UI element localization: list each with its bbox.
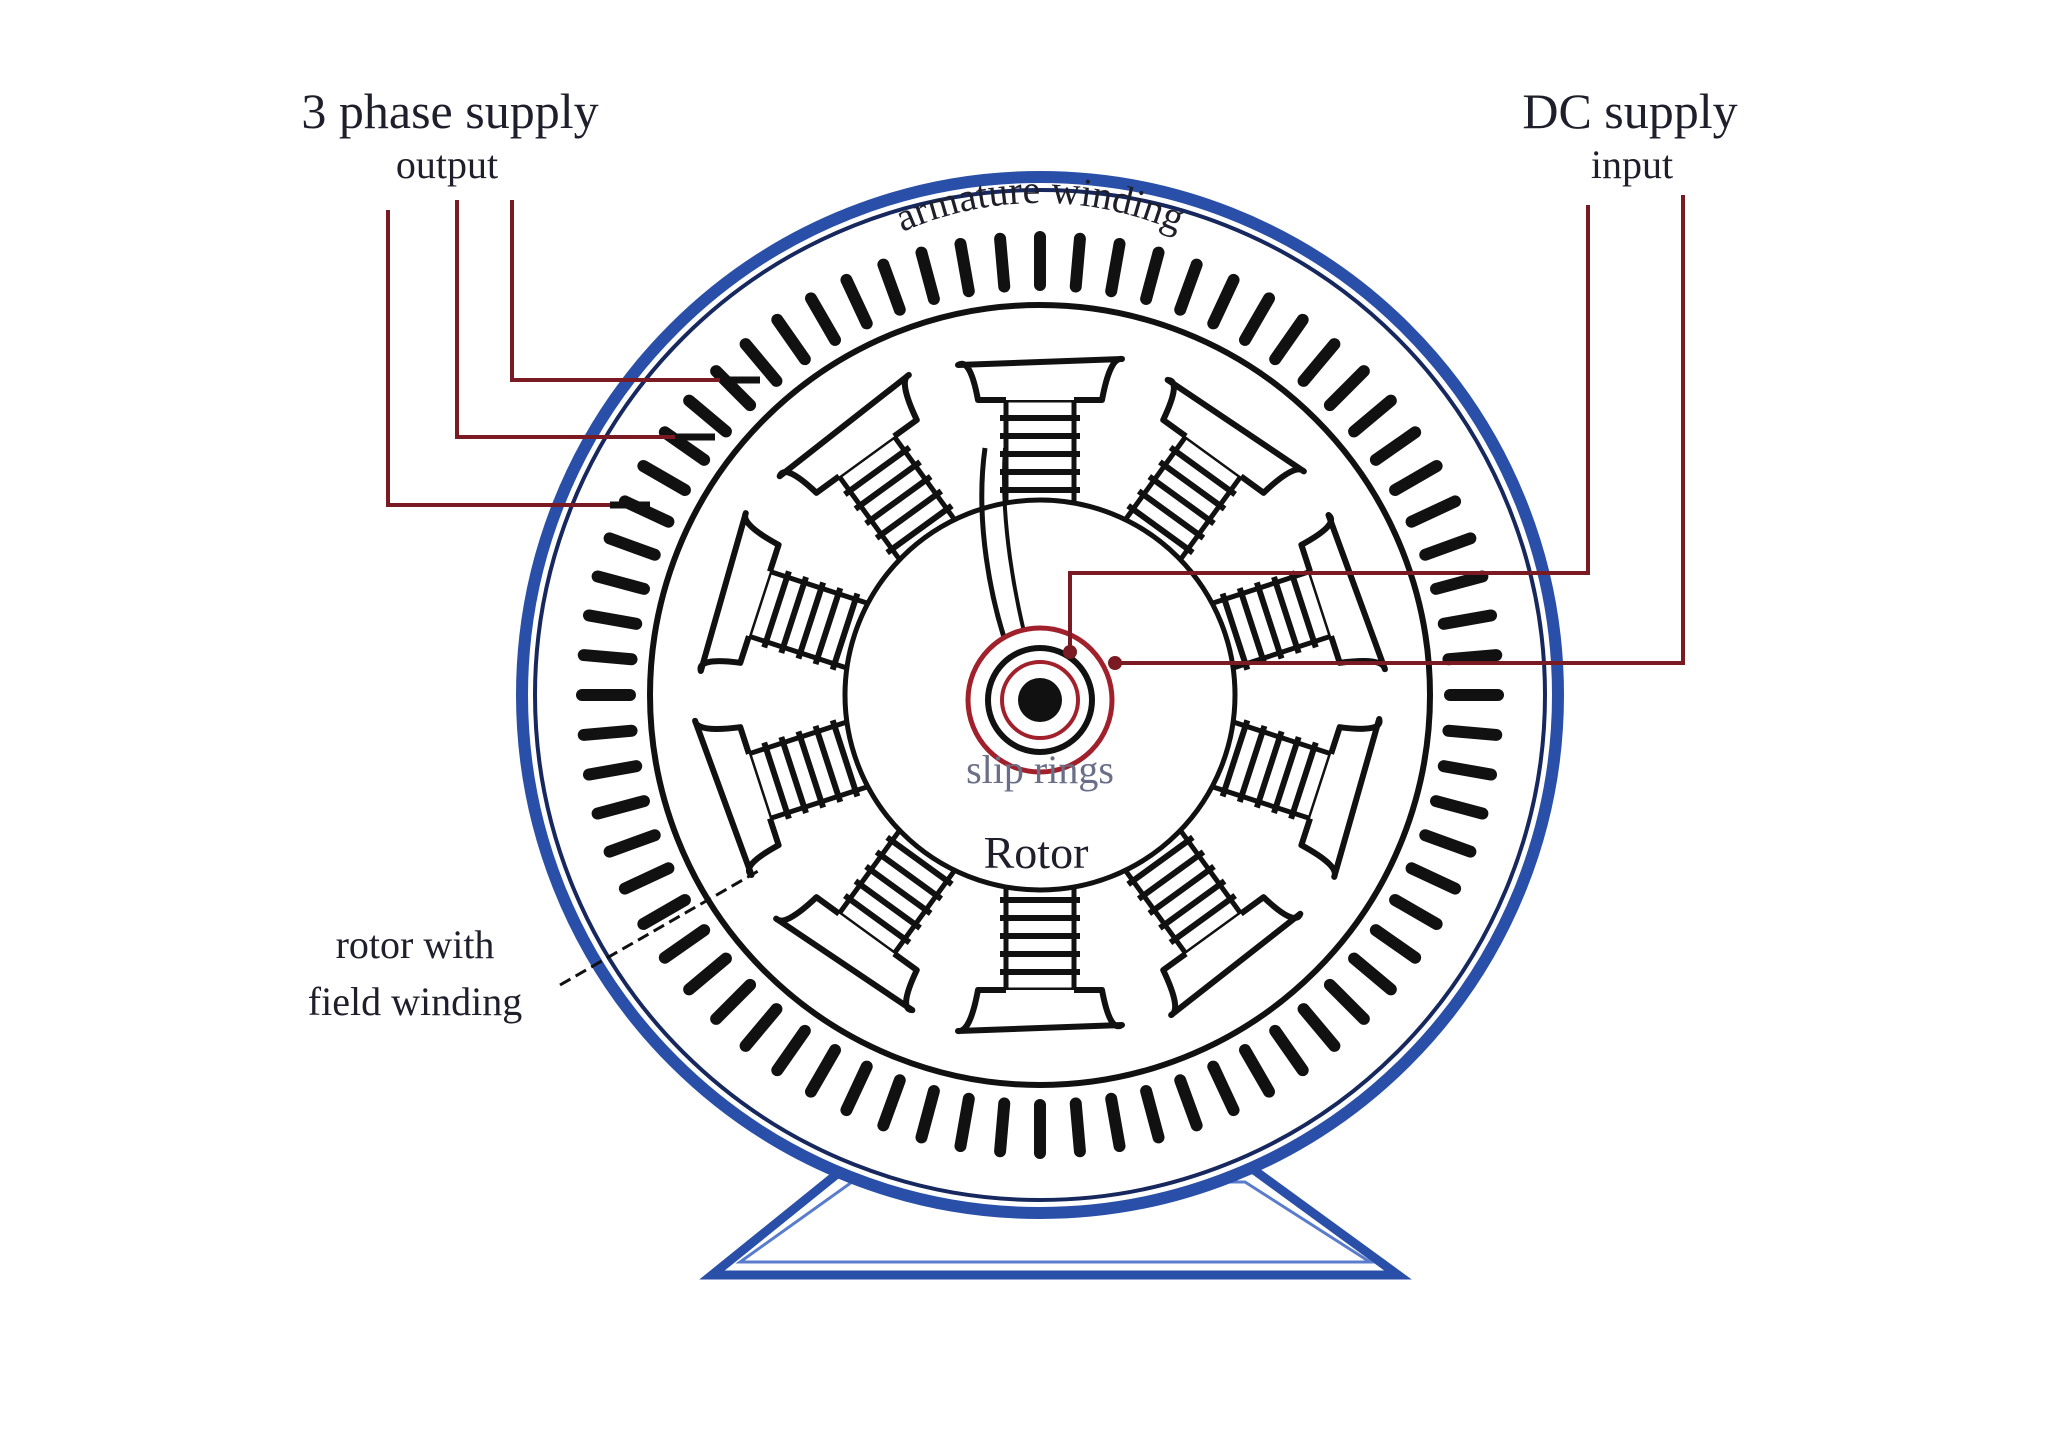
stator-bore — [647, 302, 1433, 1088]
armature-slot — [1430, 795, 1489, 820]
armature-slots — [576, 231, 1504, 1159]
rotor-pole — [776, 371, 963, 569]
armature-slot — [954, 237, 975, 298]
armature-slot — [805, 1044, 841, 1098]
armature-slot — [582, 760, 643, 781]
three-phase-leads — [386, 200, 735, 507]
armature-slot — [954, 1092, 975, 1153]
rotor-field-label-line2: field winding — [308, 979, 522, 1024]
armature-slot — [1437, 609, 1498, 630]
shaft — [1018, 678, 1062, 722]
field-lead-arm — [979, 447, 1013, 656]
rotor-poles — [692, 356, 1388, 1034]
armature-slot — [582, 609, 643, 630]
rotor-label: Rotor — [984, 827, 1089, 878]
armature-slot — [591, 795, 650, 820]
armature-slot — [1369, 426, 1422, 466]
armature-slot — [915, 246, 940, 305]
armature-slot — [603, 829, 661, 858]
armature-slot — [1140, 1085, 1165, 1144]
armature-slot — [1437, 760, 1498, 781]
armature-slot — [683, 952, 732, 996]
three-phase-sub: output — [396, 142, 498, 187]
armature-slot — [1419, 829, 1477, 858]
armature-slot — [618, 862, 675, 895]
armature-slot — [805, 292, 841, 346]
armature-slot — [1323, 978, 1370, 1025]
armature-slot — [1207, 1060, 1240, 1117]
rotor-field-label-line1: rotor with — [336, 922, 495, 967]
armature-slot — [877, 258, 906, 316]
armature-slot — [1405, 862, 1462, 895]
slip-rings — [965, 625, 1115, 775]
armature-slot — [1105, 237, 1126, 298]
armature-slot — [1174, 258, 1203, 316]
armature-slot — [840, 1060, 873, 1117]
armature-slot — [739, 338, 783, 387]
armature-slot — [577, 724, 638, 741]
armature-slot — [1348, 394, 1397, 438]
armature-slot — [1348, 952, 1397, 996]
armature-slot — [994, 1097, 1011, 1158]
armature-slot — [1369, 924, 1422, 964]
armature-slot — [840, 273, 873, 330]
armature-slot — [1297, 1003, 1341, 1052]
armature-slot — [603, 532, 661, 561]
armature-slot — [1239, 1044, 1275, 1098]
armature-slot — [1207, 273, 1240, 330]
armature-slot — [1269, 1024, 1309, 1077]
armature-slot — [591, 570, 650, 595]
armature-slot — [1323, 365, 1370, 412]
armature-slot — [1442, 649, 1503, 666]
armature-slot — [1430, 570, 1489, 595]
armature-slot — [771, 1024, 811, 1077]
armature-slot — [739, 1003, 783, 1052]
armature-slot — [994, 232, 1011, 293]
armature-slot — [1140, 246, 1165, 305]
armature-slot — [1389, 460, 1443, 496]
armature-slot — [915, 1085, 940, 1144]
armature-slot — [1069, 232, 1086, 293]
rotor-pole — [1202, 715, 1383, 880]
rotor-field-pointer — [559, 868, 761, 987]
armature-slot — [683, 394, 732, 438]
armature-slot — [658, 924, 711, 964]
armature-slot — [637, 460, 691, 496]
slip-rings-label: slip rings — [966, 747, 1114, 792]
armature-slot — [1442, 724, 1503, 741]
dc-supply-leads — [1068, 195, 1685, 665]
armature-slot — [1174, 1074, 1203, 1132]
dc-supply-title: DC supply — [1522, 83, 1737, 139]
armature-slot — [710, 978, 757, 1025]
armature-slot — [1105, 1092, 1126, 1153]
armature-slot — [1389, 894, 1443, 930]
armature-slot — [1405, 495, 1462, 528]
armature-slot — [1269, 313, 1309, 366]
rotor-pole — [955, 356, 1125, 513]
armature-slot — [637, 894, 691, 930]
armature-slot — [771, 313, 811, 366]
rotor-pole — [697, 510, 878, 675]
three-phase-title: 3 phase supply — [301, 83, 598, 139]
armature-slot — [1239, 292, 1275, 346]
armature-slot — [1297, 338, 1341, 387]
armature-slot — [577, 649, 638, 666]
three-phase-leads-ends — [610, 376, 760, 509]
dc-supply-sub: input — [1591, 142, 1673, 187]
armature-slot — [877, 1074, 906, 1132]
armature-slot — [1069, 1097, 1086, 1158]
armature-slot — [1419, 532, 1477, 561]
